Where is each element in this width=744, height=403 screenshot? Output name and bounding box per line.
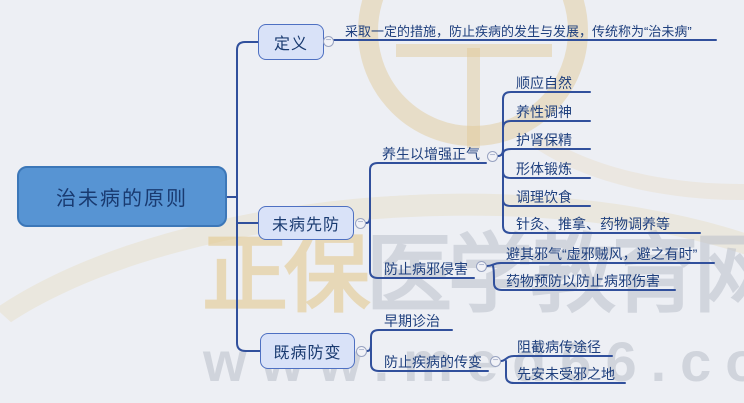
collapse-toggle-protect[interactable]: − [476, 261, 487, 272]
collapse-toggle-prevention[interactable]: − [355, 218, 366, 229]
connector-drug-prevent [492, 265, 676, 291]
branch-prevention[interactable]: 未病先防 [258, 206, 354, 240]
connector-protect [369, 216, 475, 279]
leaf-nurture-spirit[interactable]: 养性调神 [516, 104, 572, 120]
connector-early-treat [366, 329, 453, 352]
leaf-protect-kidney[interactable]: 护肾保精 [516, 132, 572, 148]
definition-note[interactable]: 采取一定的措施，防止疾病的发生与发展，传统称为“治未病” [345, 24, 692, 39]
topic-prevent-evil-invasion[interactable]: 防止病邪侵害 [384, 261, 468, 277]
connector-secure-area [505, 360, 626, 384]
connector-leaf-1 [497, 91, 591, 157]
connector-leaf-2 [502, 120, 591, 129]
connector-block-path [500, 355, 613, 362]
leaf-drug-prevention[interactable]: 药物预防以防止病邪伤害 [506, 273, 660, 289]
branch-definition[interactable]: 定义 [258, 24, 324, 60]
branch-control[interactable]: 既病防变 [260, 333, 355, 369]
collapse-toggle-definition[interactable]: − [323, 36, 334, 47]
connector-leaf-4 [502, 171, 591, 179]
topic-early-diagnosis[interactable]: 早期诊治 [384, 313, 440, 329]
leaf-physical-exercise[interactable]: 形体锻炼 [516, 161, 572, 177]
topic-strengthen-qi[interactable]: 养生以增强正气 [382, 146, 480, 162]
connector-to-definition [236, 41, 259, 198]
collapse-toggle-transmission[interactable]: − [490, 356, 501, 367]
connector-strengthen [365, 162, 487, 224]
leaf-secure-unaffected-area[interactable]: 先安未受邪之地 [517, 366, 615, 382]
topic-prevent-transmission[interactable]: 防止疾病的传变 [384, 354, 482, 370]
connector-leaf-5 [502, 199, 591, 207]
leaf-block-transmission-path[interactable]: 阻截病传途径 [517, 339, 601, 355]
collapse-toggle-control[interactable]: − [356, 346, 367, 357]
root-topic[interactable]: 治未病的原则 [17, 166, 227, 227]
connector-transmission [370, 344, 489, 372]
connector-to-control [236, 196, 261, 352]
collapse-toggle-strengthen[interactable]: − [487, 151, 498, 162]
leaf-follow-nature[interactable]: 顺应自然 [516, 75, 572, 91]
leaf-avoid-evil-qi[interactable]: 避其邪气“虚邪贼风，避之有时” [506, 246, 698, 262]
connector-avoid-evil [486, 262, 715, 267]
leaf-regulate-diet[interactable]: 调理饮食 [516, 189, 572, 205]
connector-leaf-6 [502, 148, 701, 234]
connector-leaf-3 [502, 148, 591, 155]
leaf-acupuncture-massage[interactable]: 针灸、推拿、药物调养等 [516, 216, 670, 232]
